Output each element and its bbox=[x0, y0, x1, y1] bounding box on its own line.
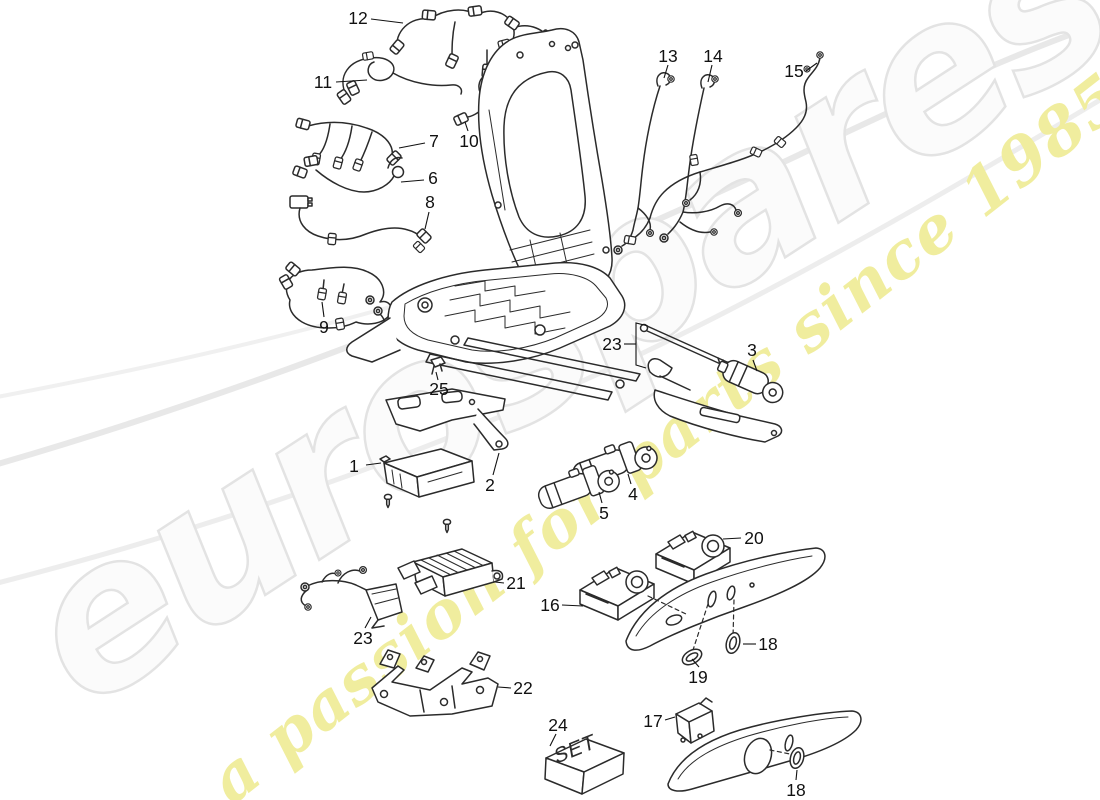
part-14-cable bbox=[659, 74, 743, 243]
callout-leader-11 bbox=[335, 79, 368, 83]
callout-leader-3 bbox=[752, 359, 758, 372]
part-25-clip bbox=[430, 356, 446, 375]
part-callout-23-bottom[interactable]: 23 bbox=[353, 628, 372, 648]
callout-leader-20 bbox=[722, 537, 742, 540]
part-callout-19[interactable]: 19 bbox=[688, 667, 707, 687]
callout-leader-17 bbox=[664, 716, 676, 721]
callout-leader-4 bbox=[627, 473, 632, 485]
part-2-bracket bbox=[385, 388, 509, 451]
part-callout-12[interactable]: 12 bbox=[348, 8, 367, 28]
part-15-cable bbox=[623, 51, 824, 246]
part-22-mounting-bracket bbox=[371, 649, 499, 717]
callout-leader-16 bbox=[561, 604, 584, 607]
callout-leader-7 bbox=[398, 142, 426, 149]
part-callout-21[interactable]: 21 bbox=[506, 573, 525, 593]
part-callout-11[interactable]: 11 bbox=[314, 72, 332, 92]
part-callout-15[interactable]: 15 bbox=[784, 61, 803, 81]
callout-leader-9 bbox=[321, 301, 325, 318]
seat-trim-panel-upper bbox=[625, 547, 826, 651]
part-callout-3[interactable]: 3 bbox=[747, 340, 757, 360]
part-23-sensor-harness bbox=[300, 565, 403, 629]
part-6-wiring-harness bbox=[291, 154, 405, 193]
part-17-actuator bbox=[675, 697, 715, 744]
part-callout-5[interactable]: 5 bbox=[599, 503, 609, 523]
part-callout-13[interactable]: 13 bbox=[658, 46, 677, 66]
part-19-cap bbox=[678, 645, 706, 669]
callout-leader-24 bbox=[549, 733, 557, 747]
part-callout-10[interactable]: 10 bbox=[459, 131, 479, 151]
callout-leader-10 bbox=[464, 121, 469, 132]
seat-trim-panel-lower bbox=[667, 710, 862, 792]
part-callout-4[interactable]: 4 bbox=[628, 484, 638, 504]
callout-leader-12 bbox=[370, 18, 404, 24]
callout-leader-25 bbox=[435, 371, 439, 381]
part-callout-18-bottom[interactable]: 18 bbox=[786, 780, 805, 800]
part-16-switch bbox=[579, 566, 655, 621]
part-callout-22[interactable]: 22 bbox=[513, 678, 532, 698]
part-18-cap-mid bbox=[723, 630, 743, 656]
part-24-set-box: SET bbox=[544, 730, 625, 795]
callout-leader-8 bbox=[424, 211, 430, 230]
callout-leader-6 bbox=[400, 179, 425, 183]
callout-leader-1 bbox=[365, 462, 382, 466]
part-callout-18-mid[interactable]: 18 bbox=[758, 634, 777, 654]
part-callout-24[interactable]: 24 bbox=[548, 715, 568, 735]
part-callout-1[interactable]: 1 bbox=[349, 456, 359, 476]
part-21-control-unit bbox=[397, 548, 504, 597]
callout-bracket-23-top bbox=[635, 322, 649, 369]
part-callout-14[interactable]: 14 bbox=[703, 46, 723, 66]
part-7-wiring-harness bbox=[294, 117, 403, 173]
part-1-control-module bbox=[379, 448, 475, 534]
part-callout-6[interactable]: 6 bbox=[428, 168, 438, 188]
part-callout-23-top[interactable]: 23 bbox=[602, 334, 621, 354]
part-callout-9[interactable]: 9 bbox=[319, 317, 329, 337]
callout-leader-19 bbox=[691, 658, 700, 668]
part-callout-20[interactable]: 20 bbox=[744, 528, 764, 548]
part-callout-8[interactable]: 8 bbox=[425, 192, 435, 212]
callout-leader-22 bbox=[497, 686, 512, 689]
seat-backrest-frame bbox=[477, 27, 613, 301]
callout-leader-21 bbox=[494, 581, 505, 584]
callout-leader-18-bottom bbox=[795, 769, 798, 781]
callout-leader-5 bbox=[598, 491, 603, 504]
part-callout-7[interactable]: 7 bbox=[429, 131, 439, 151]
callout-leader-2 bbox=[492, 452, 500, 476]
callout-leader-23-bottom bbox=[364, 616, 372, 629]
part-8-wiring-harness bbox=[289, 195, 433, 254]
seat-cushion-frame bbox=[346, 261, 641, 401]
callout-leader-13 bbox=[663, 64, 669, 79]
part-11-wiring-harness bbox=[335, 50, 463, 106]
callout-leader-14 bbox=[707, 64, 713, 83]
callout-leader-15 bbox=[805, 62, 818, 72]
part-callout-17[interactable]: 17 bbox=[643, 711, 662, 731]
part-callout-25[interactable]: 25 bbox=[429, 379, 448, 399]
part-callout-16[interactable]: 16 bbox=[540, 595, 559, 615]
part-callout-2[interactable]: 2 bbox=[485, 475, 495, 495]
